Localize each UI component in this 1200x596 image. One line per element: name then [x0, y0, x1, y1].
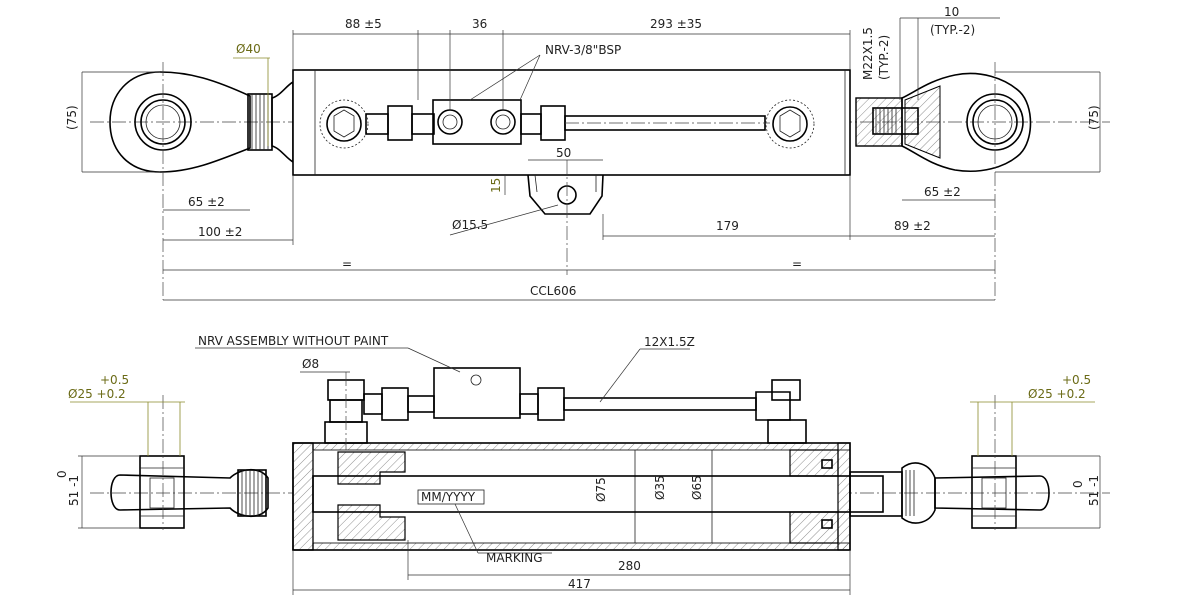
dim-75-left: (75) — [65, 105, 79, 130]
dim-179: 179 — [716, 219, 739, 233]
tol-right-main: Ø25 +0.2 — [1028, 387, 1086, 401]
dim-eq-right: = — [792, 257, 802, 271]
marking-stamp: MM/YYYY — [421, 490, 476, 504]
bottom-dimensions: NRV ASSEMBLY WITHOUT PAINT 12X1.5Z Ø8 +0… — [55, 334, 1101, 595]
bottom-right-eye — [849, 395, 1050, 530]
bottom-cylinder-body — [292, 442, 884, 551]
dim-65-right: 65 ±2 — [924, 185, 961, 199]
label-nrv: NRV-3/8"BSP — [545, 43, 621, 57]
dim-dia155: Ø15.5 — [452, 218, 488, 232]
dim-88: 88 ±5 — [345, 17, 382, 31]
dim-thread-typ: (TYP.-2) — [877, 35, 891, 80]
dim-dia8: Ø8 — [302, 357, 319, 371]
dim-100: 100 ±2 — [198, 225, 242, 239]
label-marking: MARKING — [486, 551, 543, 565]
tol-right-up: +0.5 — [1062, 373, 1091, 387]
bottom-nrv-block — [433, 367, 521, 419]
tol-left-up: +0.5 — [100, 373, 129, 387]
dim-dia65: Ø65 — [690, 475, 704, 500]
dim-zero-right: 0 — [1071, 480, 1085, 488]
dim-15: 15 — [489, 178, 503, 193]
top-bracket — [527, 160, 604, 275]
dim-51-left: 51 -1 — [67, 475, 81, 506]
top-cylinder-body — [292, 69, 851, 176]
dim-ccl: CCL606 — [530, 284, 576, 298]
bottom-left-eye — [110, 395, 269, 530]
dim-51-right: 51 -1 — [1087, 475, 1101, 506]
dim-65-left: 65 ±2 — [188, 195, 225, 209]
dim-75-right: (75) — [1087, 105, 1101, 130]
top-right-port — [765, 99, 815, 149]
dim-dia75: Ø75 — [594, 477, 608, 502]
top-right-rod-end — [855, 62, 1032, 300]
dim-50: 50 — [556, 146, 571, 160]
dim-dia40: Ø40 — [236, 42, 261, 56]
bottom-pipe-assembly — [324, 367, 807, 450]
dim-thread: M22X1.5 — [861, 27, 875, 80]
label-nrv-assembly: NRV ASSEMBLY WITHOUT PAINT — [198, 334, 389, 348]
dim-zero-left: 0 — [55, 470, 69, 478]
dim-36: 36 — [472, 17, 487, 31]
tol-left-main: Ø25 +0.2 — [68, 387, 126, 401]
top-left-eye — [109, 62, 251, 300]
label-pipe: 12X1.5Z — [644, 335, 695, 349]
dim-417: 417 — [568, 577, 591, 591]
top-left-port — [319, 99, 369, 149]
dim-89: 89 ±2 — [894, 219, 931, 233]
dim-280: 280 — [618, 559, 641, 573]
dim-dia35: Ø35 — [653, 475, 667, 500]
dim-293: 293 ±35 — [650, 17, 702, 31]
dim-10: 10 — [944, 5, 959, 19]
top-dimensions: 88 ±5 36 293 ±35 10 (TYP.-2) M22X1.5 (TY… — [65, 5, 1101, 301]
bottom-view: NRV ASSEMBLY WITHOUT PAINT 12X1.5Z Ø8 +0… — [55, 334, 1110, 595]
top-view: 88 ±5 36 293 ±35 10 (TYP.-2) M22X1.5 (TY… — [65, 5, 1110, 301]
dim-10-typ: (TYP.-2) — [930, 23, 975, 37]
dim-eq-left: = — [342, 257, 352, 271]
